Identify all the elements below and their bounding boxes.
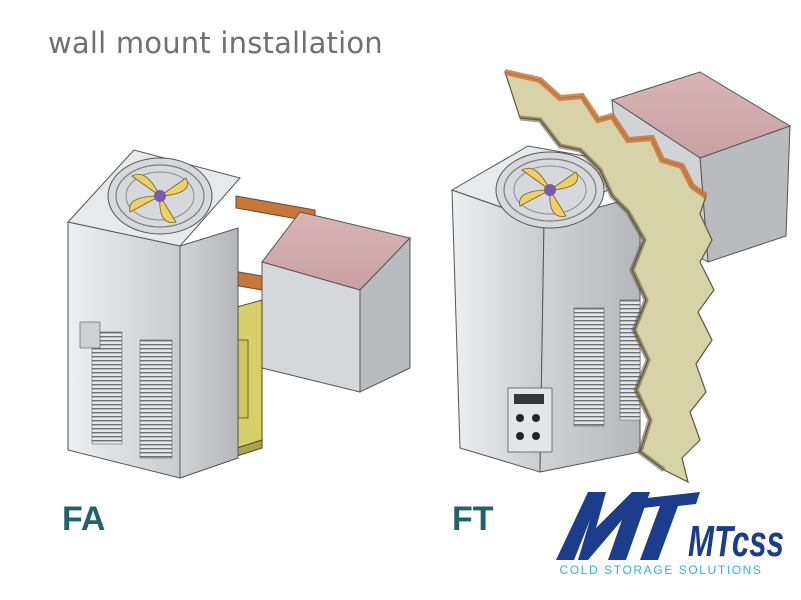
ft-unit-illustration [450,69,792,484]
logo-wordmark: MTcss [688,517,784,566]
fa-evaporator-box [261,211,411,393]
ft-control-panel [507,387,553,453]
page-title: wall mount installation [48,26,383,60]
fa-unit-illustration [67,149,411,479]
ft-fan-icon [495,151,605,229]
fa-fan-icon [107,157,213,235]
unit-label-fa: FA [62,500,106,538]
logo-emblem [556,492,700,560]
logo-tagline: COLD STORAGE SOLUTIONS [559,563,763,577]
ft-insulation-wall [504,69,715,484]
unit-label-ft: FT [452,500,494,538]
mtcss-logo: MTcss [556,492,784,566]
